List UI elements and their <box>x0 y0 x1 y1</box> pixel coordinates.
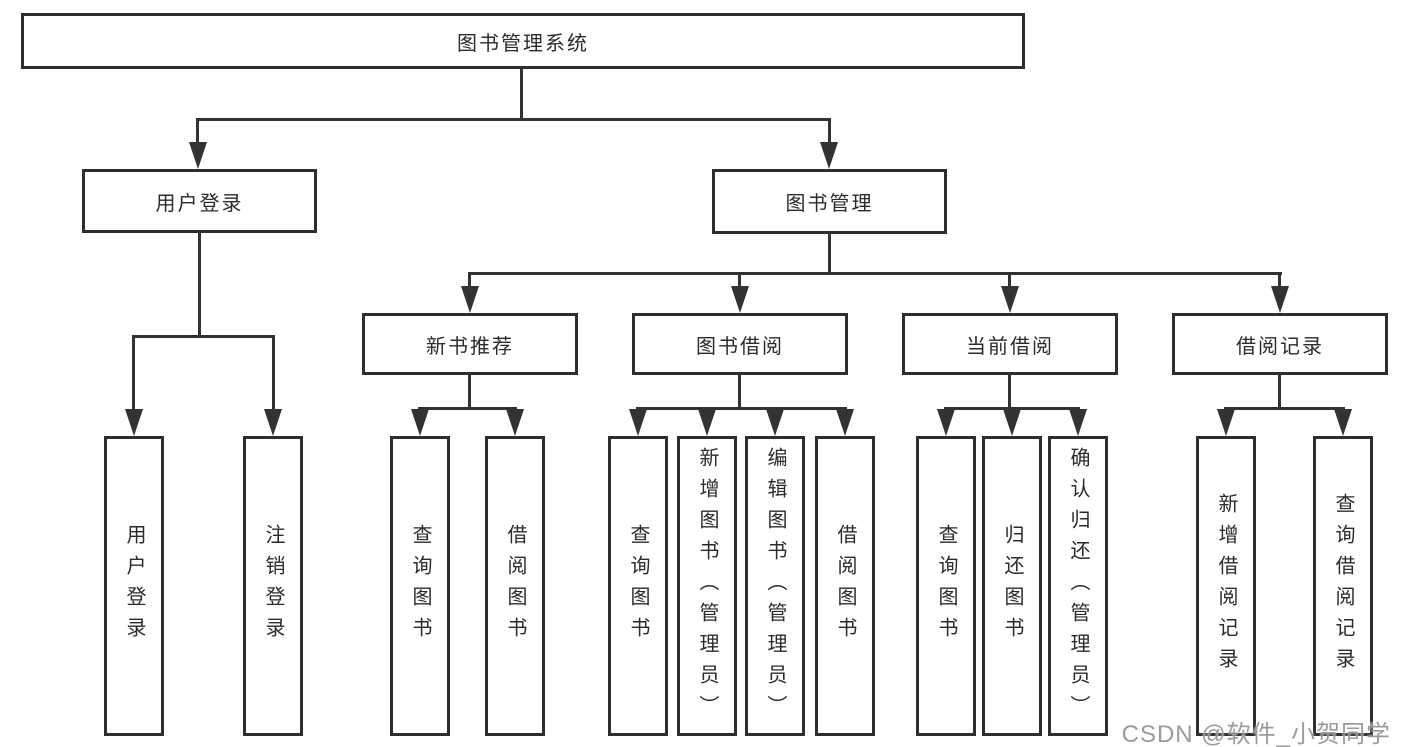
arrowhead-down-icon <box>698 409 716 436</box>
node-new-book-recommend: 新书推荐 <box>362 313 578 375</box>
arrowhead-down-icon <box>820 142 838 169</box>
connector-group-hline <box>418 407 517 410</box>
arrowhead-down-icon <box>1217 409 1235 436</box>
leaf-newbook-borrow: 借阅图书 <box>485 436 545 736</box>
node-current-borrow: 当前借阅 <box>902 313 1118 375</box>
connector-root-stem <box>520 69 523 118</box>
arrowhead-down-icon <box>937 409 955 436</box>
leaf-user-login: 用户登录 <box>104 436 164 736</box>
node-book-management: 图书管理 <box>712 169 947 234</box>
leaf-borrow-add-admin-label: 新增图书（管理员） <box>696 446 718 726</box>
arrowhead-down-icon <box>1069 409 1087 436</box>
arrowhead-down-icon <box>411 409 429 436</box>
leaf-newbook-borrow-label: 借阅图书 <box>504 524 526 648</box>
arrowhead-down-icon <box>629 409 647 436</box>
connector-group-hline <box>636 407 847 410</box>
leaf-newbook-query: 查询图书 <box>390 436 450 736</box>
leaf-record-add-label: 新增借阅记录 <box>1215 493 1237 679</box>
arrowhead-down-icon <box>1271 286 1289 313</box>
connector-group-stem <box>1008 375 1011 407</box>
connector-level1-hline <box>197 118 831 121</box>
leaf-borrow-edit-admin: 编辑图书（管理员） <box>745 436 805 736</box>
connector-arrow-stem <box>468 272 471 288</box>
node-book-management-label: 图书管理 <box>785 193 874 215</box>
node-user-login-label: 用户登录 <box>155 192 244 215</box>
node-book-borrow: 图书借阅 <box>632 313 848 375</box>
leaf-current-confirm-admin-label: 确认归还（管理员） <box>1067 446 1089 726</box>
leaf-borrow-book-label: 借阅图书 <box>834 524 856 648</box>
connector-group-stem <box>1278 375 1281 407</box>
arrowhead-down-icon <box>766 409 784 436</box>
connector-user-login-hline <box>132 335 274 338</box>
arrowhead-down-icon <box>731 286 749 313</box>
connector-arrow-stem <box>828 118 831 144</box>
leaf-newbook-query-label: 查询图书 <box>409 524 431 648</box>
node-new-book-recommend-label: 新书推荐 <box>426 335 514 358</box>
connector-arrow-stem <box>738 272 741 288</box>
connector-arrow-stem <box>272 335 275 411</box>
leaf-user-login-label: 用户登录 <box>123 524 145 648</box>
leaf-record-query-label: 查询借阅记录 <box>1332 493 1354 679</box>
leaf-borrow-query-label: 查询图书 <box>627 524 649 648</box>
watermark-text: CSDN @软件_小贺同学 <box>1121 721 1391 747</box>
leaf-logout: 注销登录 <box>243 436 303 736</box>
arrowhead-down-icon <box>1001 286 1019 313</box>
node-borrow-record: 借阅记录 <box>1172 313 1388 375</box>
connector-group-stem <box>738 375 741 407</box>
leaf-current-query-label: 查询图书 <box>935 524 957 648</box>
connector-arrow-stem <box>132 335 135 411</box>
leaf-current-query: 查询图书 <box>916 436 976 736</box>
arrowhead-down-icon <box>264 409 282 436</box>
node-user-login: 用户登录 <box>82 169 317 233</box>
node-book-borrow-label: 图书借阅 <box>696 335 784 358</box>
leaf-current-return-label: 归还图书 <box>1001 524 1023 648</box>
connector-group-hline <box>1224 407 1345 410</box>
leaf-borrow-query: 查询图书 <box>608 436 668 736</box>
arrowhead-down-icon <box>1334 409 1352 436</box>
arrowhead-down-icon <box>1003 409 1021 436</box>
arrowhead-down-icon <box>506 409 524 436</box>
leaf-record-query: 查询借阅记录 <box>1313 436 1373 736</box>
leaf-logout-label: 注销登录 <box>262 524 284 648</box>
leaf-record-add: 新增借阅记录 <box>1196 436 1256 736</box>
leaf-current-return: 归还图书 <box>982 436 1042 736</box>
connector-arrow-stem <box>196 118 199 144</box>
arrowhead-down-icon <box>189 142 207 169</box>
arrowhead-down-icon <box>125 409 143 436</box>
connector-level3-hline <box>468 272 1282 275</box>
arrowhead-down-icon <box>836 409 854 436</box>
node-current-borrow-label: 当前借阅 <box>966 335 1054 358</box>
node-borrow-record-label: 借阅记录 <box>1236 335 1324 358</box>
connector-user-login-stem <box>198 233 201 335</box>
connector-arrow-stem <box>1008 272 1011 288</box>
connector-book-mgmt-stem <box>828 234 831 272</box>
arrowhead-down-icon <box>461 286 479 313</box>
node-root: 图书管理系统 <box>21 13 1025 69</box>
connector-arrow-stem <box>1278 272 1281 288</box>
leaf-current-confirm-admin: 确认归还（管理员） <box>1048 436 1108 736</box>
leaf-borrow-add-admin: 新增图书（管理员） <box>677 436 737 736</box>
leaf-borrow-edit-admin-label: 编辑图书（管理员） <box>764 446 786 726</box>
leaf-borrow-book: 借阅图书 <box>815 436 875 736</box>
node-root-label: 图书管理系统 <box>457 32 589 55</box>
connector-group-stem <box>468 375 471 407</box>
